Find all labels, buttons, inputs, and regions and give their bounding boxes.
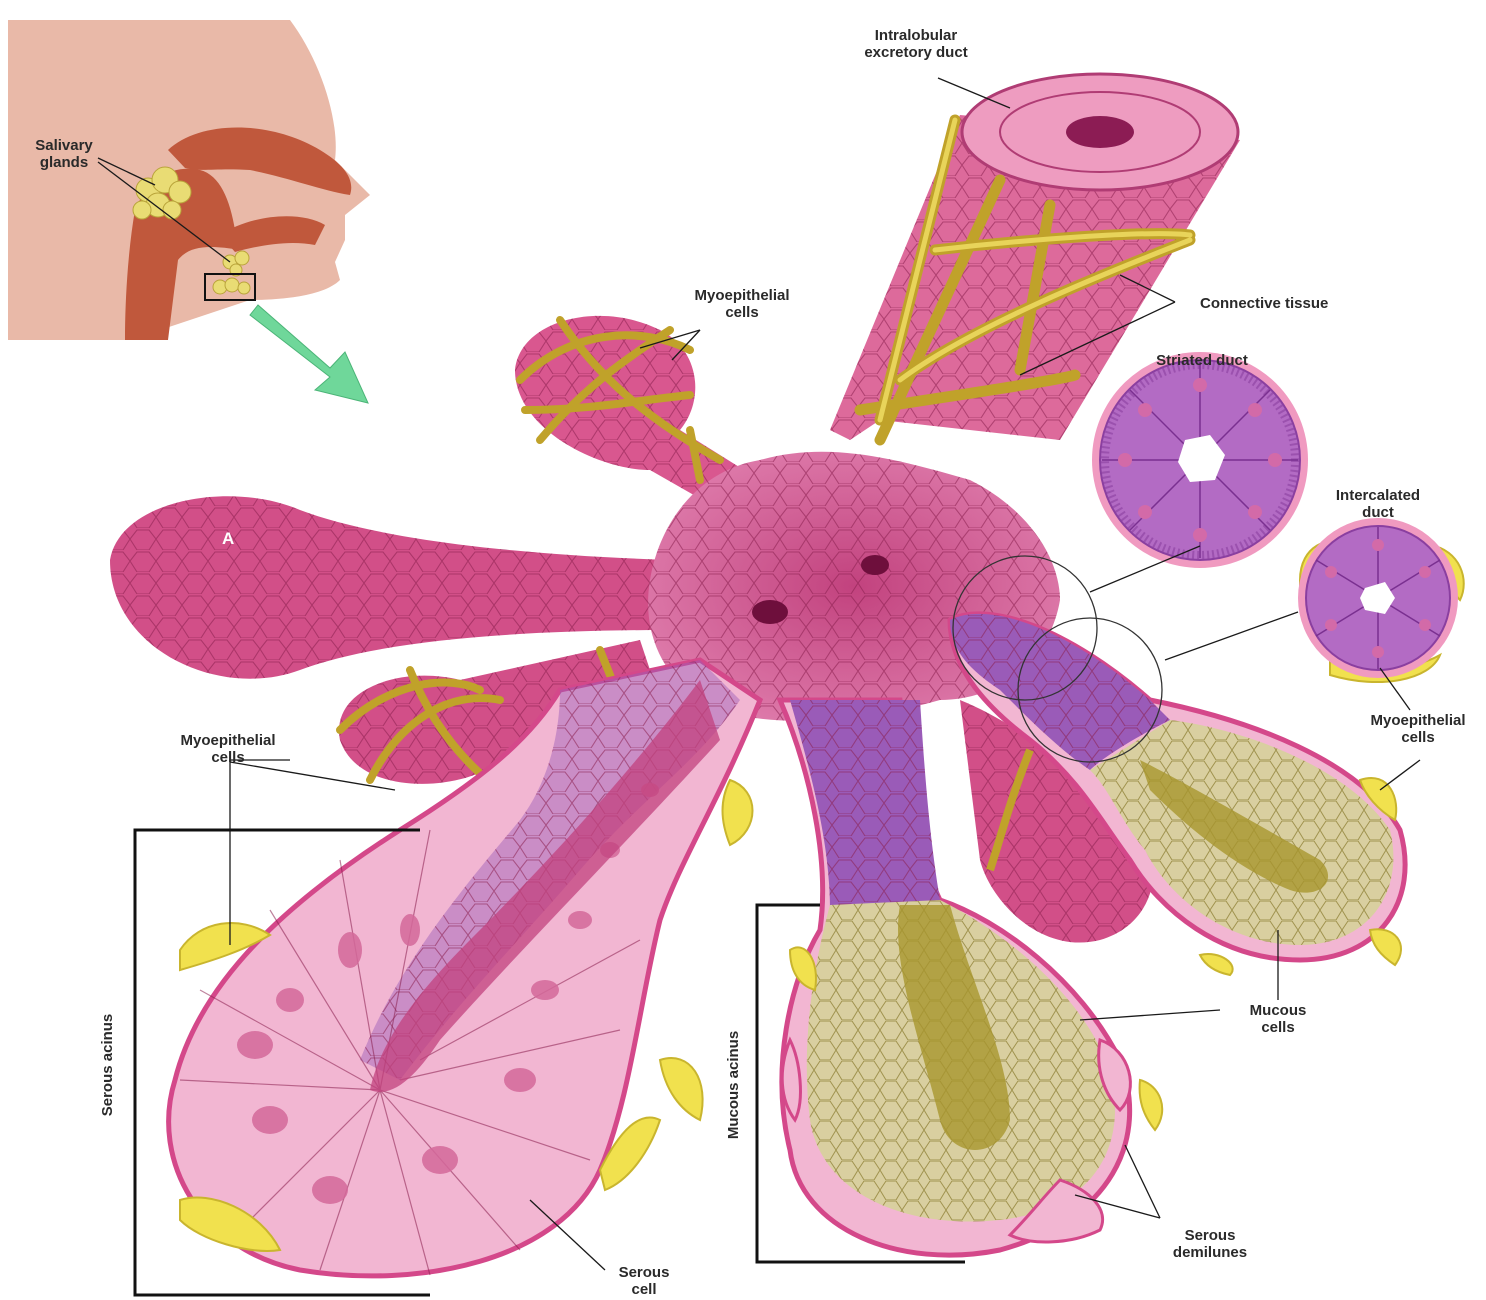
striated-duct-cross-section bbox=[1092, 352, 1308, 568]
acinus-a-label: A bbox=[222, 529, 234, 548]
serous-acinus-label: Serous acinus bbox=[99, 1014, 116, 1117]
striated-duct-label: Striated duct bbox=[1156, 352, 1248, 369]
connective-tissue-label: Connective tissue bbox=[1200, 295, 1328, 312]
mucous-acinus-label: Mucous acinus bbox=[725, 1031, 742, 1139]
intercalated-duct-cross-section bbox=[1298, 518, 1464, 682]
acinus-a: A bbox=[110, 496, 670, 679]
zoom-arrow-icon bbox=[250, 305, 368, 403]
